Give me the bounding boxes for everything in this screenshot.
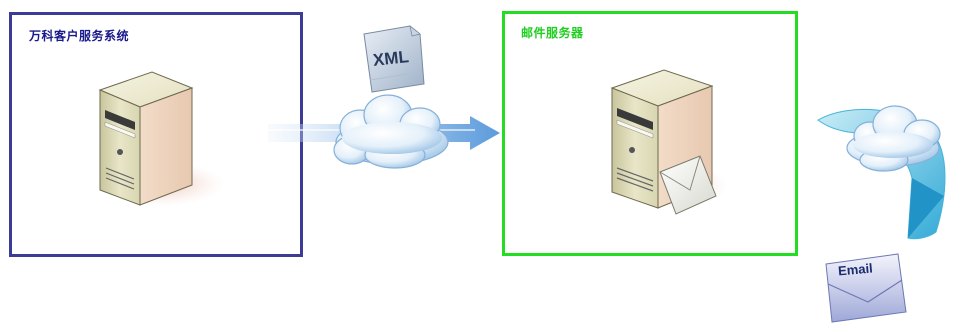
mail-server-label: 邮件服务器 [521,26,584,40]
email-envelope-label: Email [837,260,874,279]
client-system-label: 万科客户服务系统 [29,29,130,43]
mail-server-box: 邮件服务器 [502,11,798,256]
